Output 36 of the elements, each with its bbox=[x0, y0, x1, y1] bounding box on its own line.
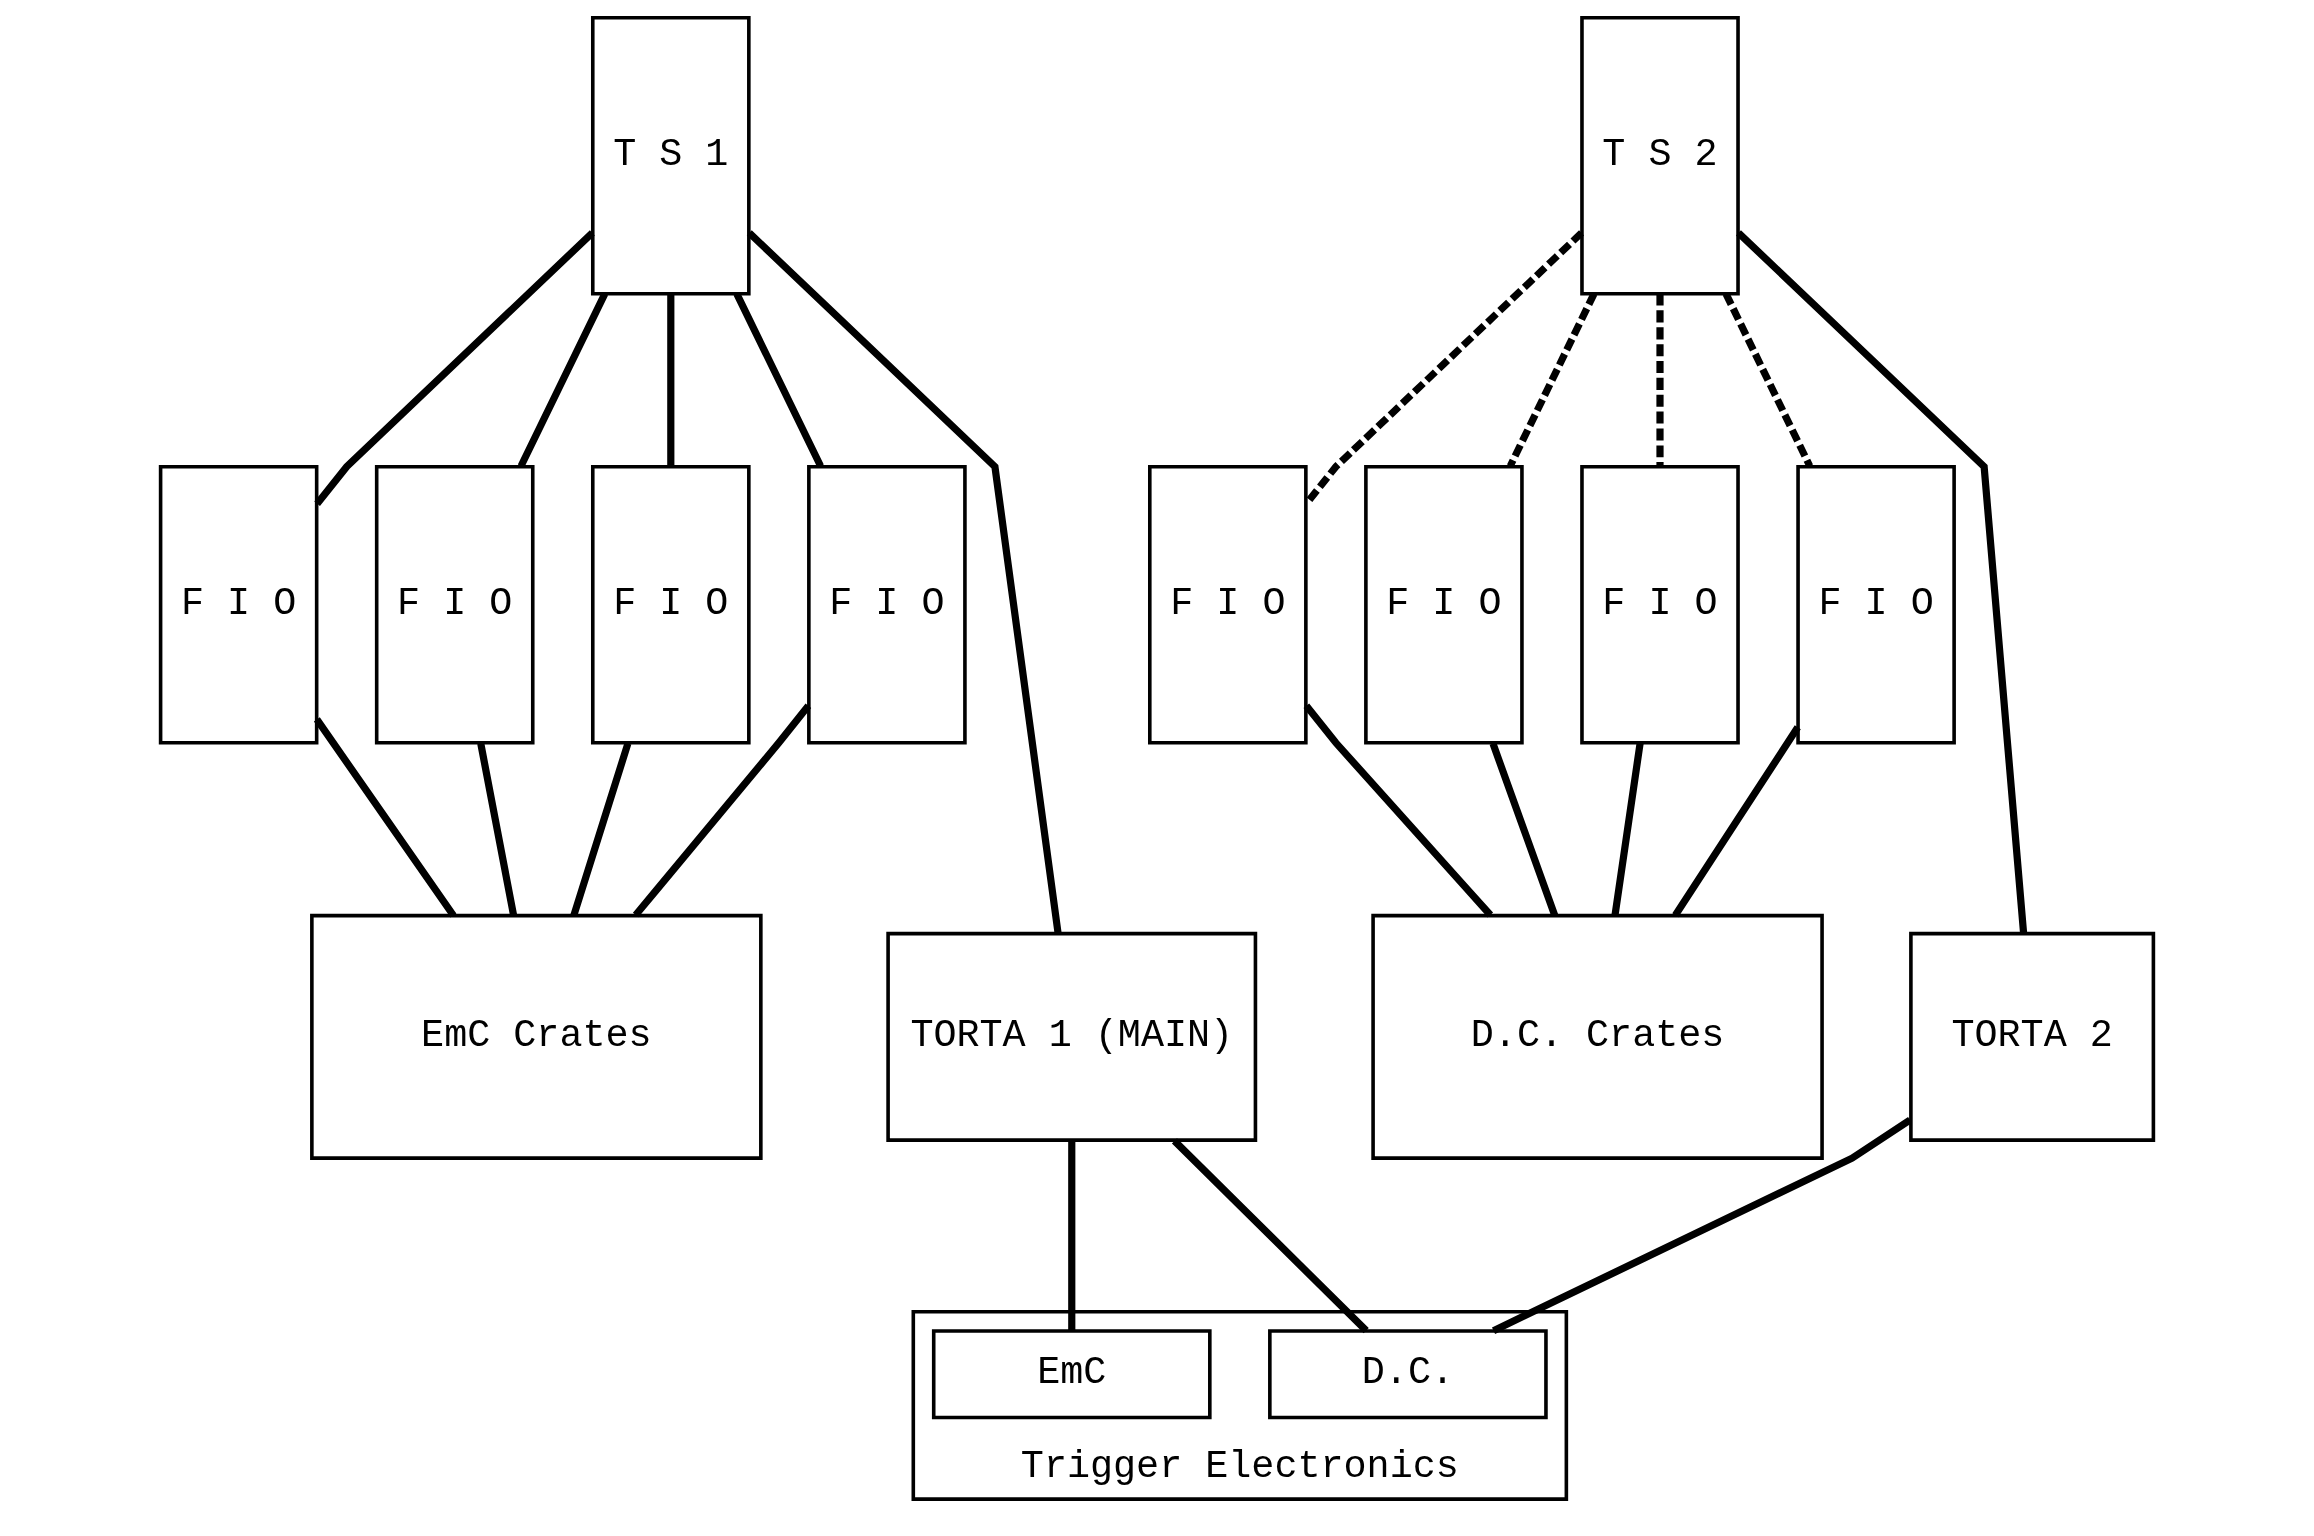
connector bbox=[314, 230, 595, 506]
node-box: T S 2 bbox=[1580, 15, 1740, 296]
connector bbox=[1068, 1140, 1076, 1331]
node-box: D.C. Crates bbox=[1371, 913, 1824, 1160]
connector bbox=[632, 703, 812, 918]
connector bbox=[477, 742, 518, 916]
node-box: TORTA 2 bbox=[1909, 931, 2156, 1142]
node-box: EmC Crates bbox=[310, 913, 763, 1160]
node-box: F I O bbox=[591, 464, 751, 745]
connector bbox=[1507, 292, 1598, 468]
connector bbox=[667, 293, 675, 466]
node-box: EmC bbox=[931, 1329, 1212, 1420]
connector bbox=[1489, 742, 1559, 917]
node-box: F I O bbox=[807, 464, 967, 745]
connector bbox=[1303, 703, 1494, 918]
connector bbox=[1171, 1138, 1369, 1334]
node-box: TORTA 1 (MAIN) bbox=[886, 931, 1258, 1142]
connector bbox=[1611, 743, 1644, 916]
node-box: D.C. bbox=[1268, 1329, 1548, 1420]
connector bbox=[1492, 1116, 1913, 1334]
connector bbox=[746, 230, 1062, 935]
connector bbox=[570, 742, 632, 917]
node-box: F I O bbox=[158, 464, 319, 745]
connector bbox=[1722, 292, 1813, 468]
node-box: F I O bbox=[1148, 464, 1308, 745]
connector bbox=[1672, 725, 1801, 918]
connector bbox=[733, 292, 824, 468]
node-box: F I O bbox=[1580, 464, 1740, 745]
node-box: F I O bbox=[1364, 464, 1524, 745]
connector bbox=[1656, 293, 1664, 466]
node-box: F I O bbox=[1796, 464, 1956, 745]
connector bbox=[313, 717, 457, 918]
connector bbox=[517, 292, 609, 468]
node-box: F I O bbox=[374, 464, 535, 745]
connector bbox=[1735, 230, 2028, 934]
node-box: T S 1 bbox=[591, 15, 751, 296]
